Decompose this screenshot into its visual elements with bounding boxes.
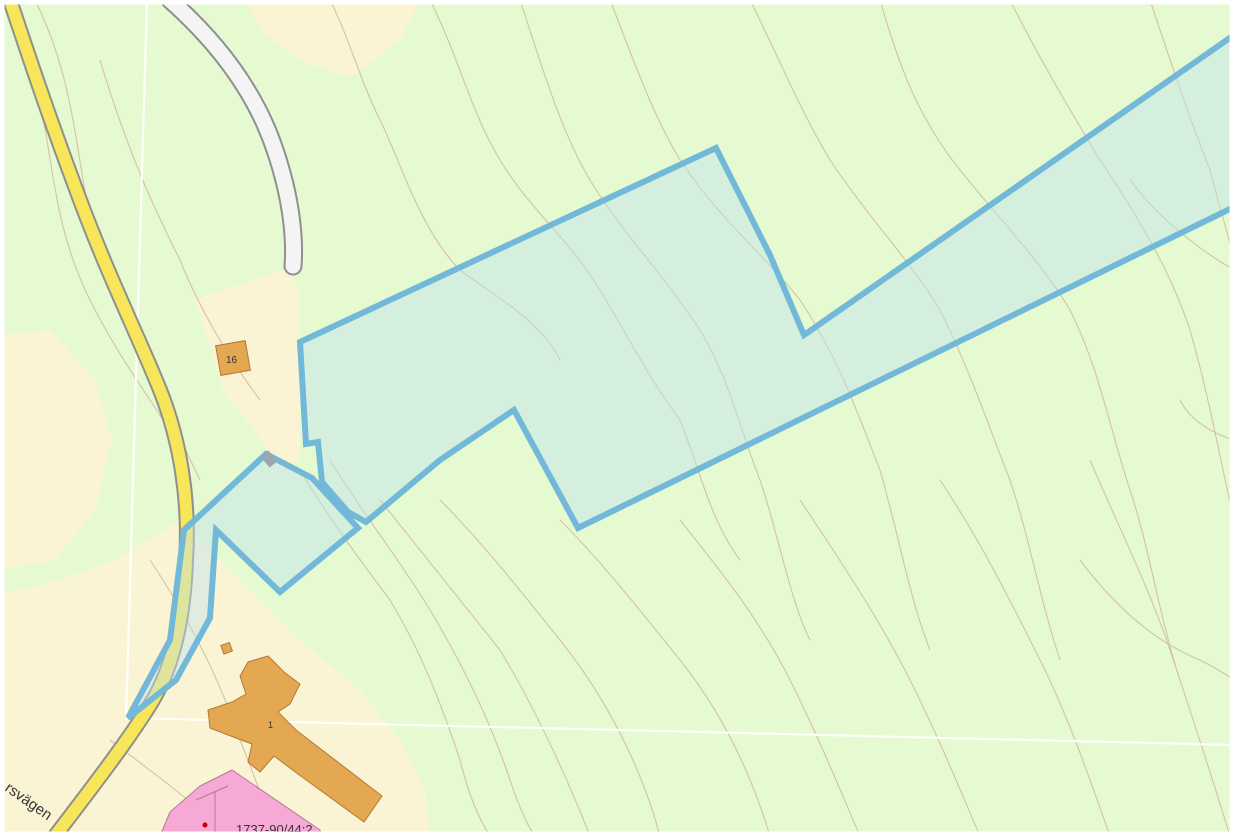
building-16-label: 16: [226, 355, 238, 366]
point-marker-icon: [202, 822, 208, 828]
buildings: 16 1 1737-90/44:2: [159, 340, 383, 836]
contour-line: [609, 0, 931, 651]
small-building: [220, 641, 234, 655]
main-building-label: 1: [268, 720, 273, 730]
contour-line: [379, 499, 591, 836]
contour-line: [299, 469, 491, 836]
main-building[interactable]: 1: [207, 655, 383, 823]
contour-line: [1079, 559, 1234, 681]
small-structure: [260, 450, 278, 468]
main-building-shape[interactable]: [207, 655, 383, 823]
building-16-shape[interactable]: [215, 340, 251, 376]
contour-line: [439, 499, 661, 836]
contour-line: [1089, 459, 1231, 836]
area-polygon-connector[interactable]: [125, 450, 363, 721]
contour-line: [329, 0, 561, 361]
grid-line-horizontal: [125, 717, 1234, 746]
contour-line: [749, 0, 1061, 661]
open-land-left: [0, 330, 112, 570]
special-building-divider: [195, 785, 229, 836]
open-land-top: [245, 0, 420, 78]
area-of-interest[interactable]: [125, 31, 1234, 721]
contour-line: [879, 0, 1181, 681]
contour-line: [679, 519, 861, 836]
grid-line-vertical: [125, 0, 148, 721]
contour-line: [939, 479, 1111, 836]
contour-line: [799, 499, 981, 836]
main-road: [2, 0, 195, 836]
contour-line: [559, 519, 771, 836]
main-road-fill: [4, 0, 193, 836]
contour-line: [429, 0, 741, 561]
special-building[interactable]: [159, 769, 321, 836]
minor-road-fill: [162, 0, 302, 274]
contour-line: [329, 459, 536, 836]
contour-line: [1149, 0, 1234, 261]
building-16[interactable]: 16: [215, 340, 251, 376]
minor-road: [160, 0, 304, 276]
special-building-shape[interactable]: [159, 769, 321, 836]
contour-line: [519, 0, 811, 641]
grid-lines: [125, 0, 1234, 746]
area-polygon-main[interactable]: [296, 31, 1234, 532]
